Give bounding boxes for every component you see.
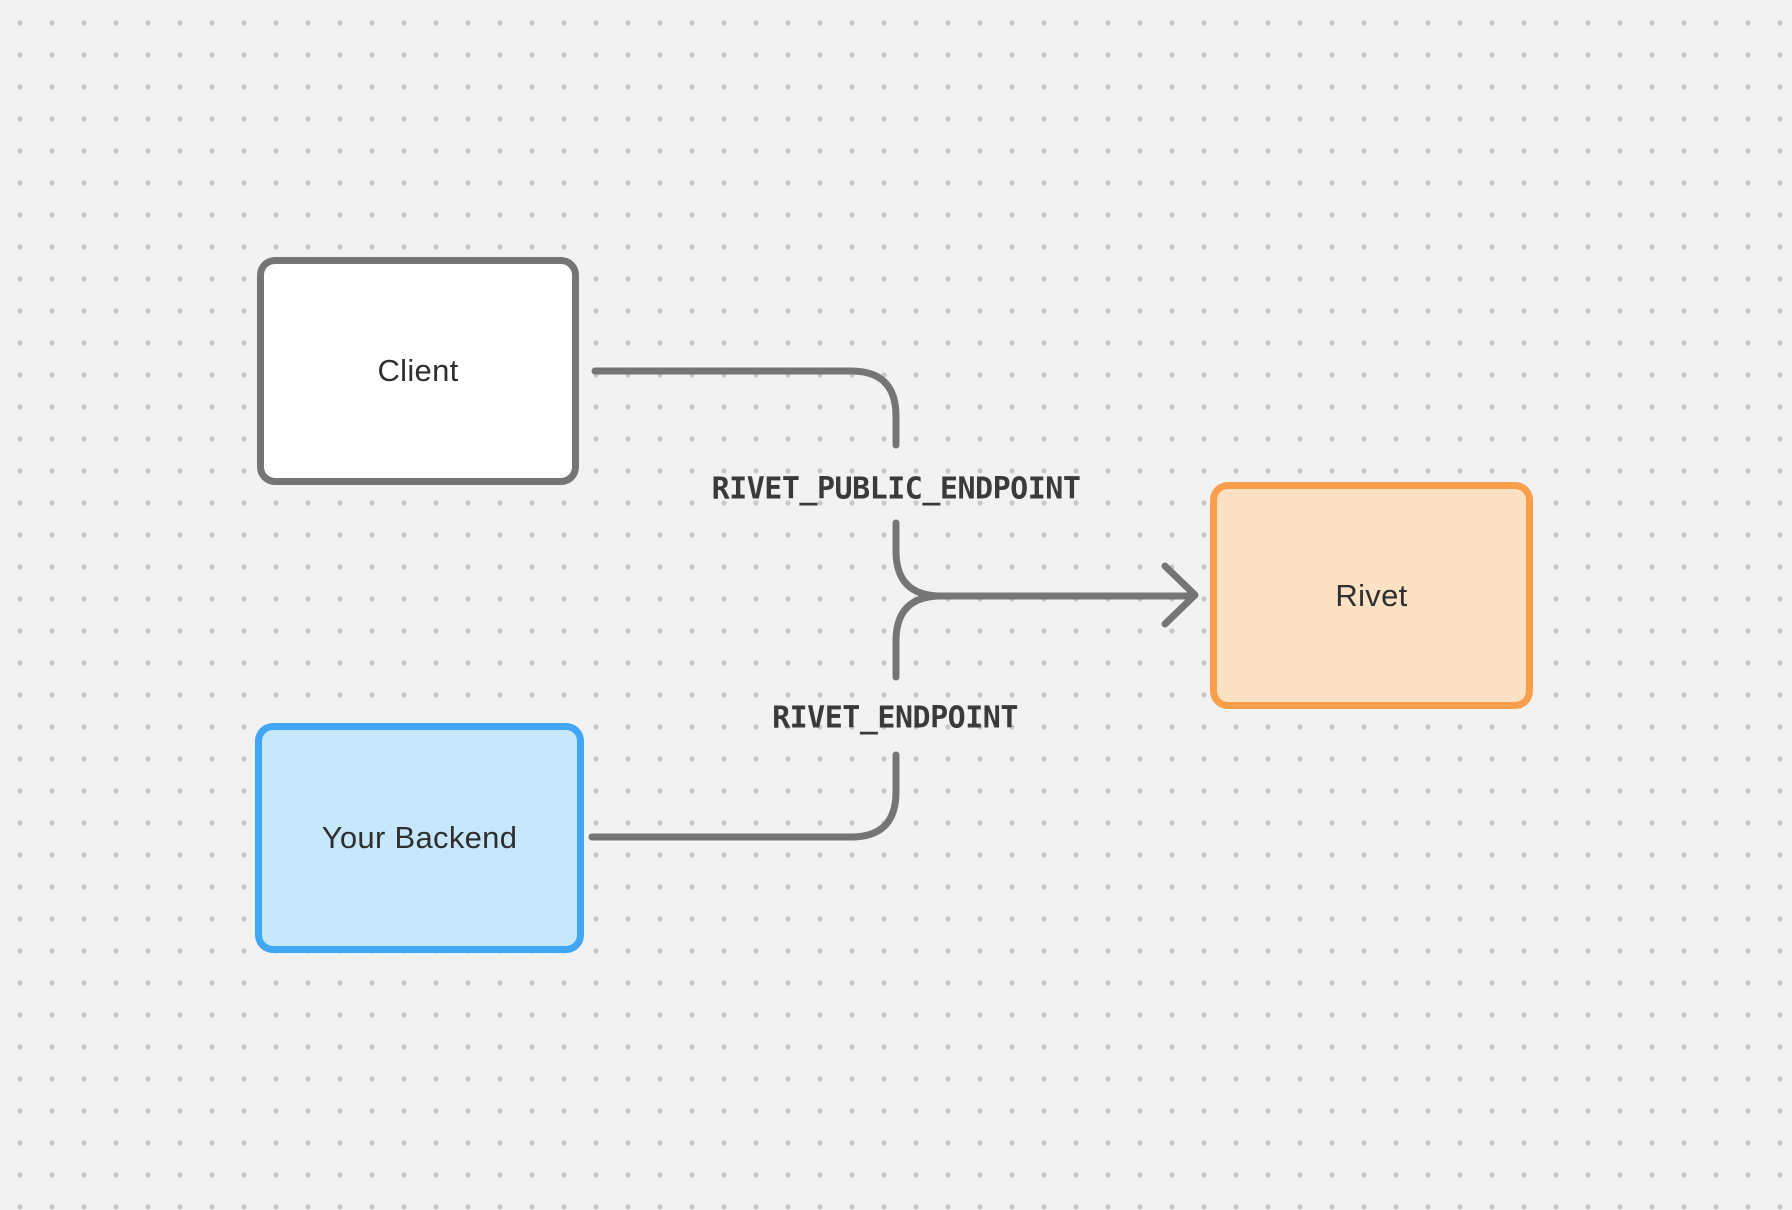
rivet-node-label: Rivet [1335, 577, 1408, 613]
merge-wire-upper [892, 519, 1194, 600]
backend-node-label: Your Backend [321, 820, 518, 855]
rivet-node: Rivet [1210, 482, 1533, 709]
arrow-head-icon [1161, 562, 1199, 628]
edge-label-endpoint: RIVET_ENDPOINT [772, 700, 1018, 736]
client-wire [591, 367, 900, 449]
client-node-label: Client [377, 353, 459, 388]
client-node: Client [257, 257, 579, 485]
merge-wire-lower [892, 592, 945, 681]
backend-wire [588, 751, 900, 841]
backend-node: Your Backend [255, 723, 584, 953]
edge-label-public-endpoint: RIVET_PUBLIC_ENDPOINT [711, 471, 1081, 507]
